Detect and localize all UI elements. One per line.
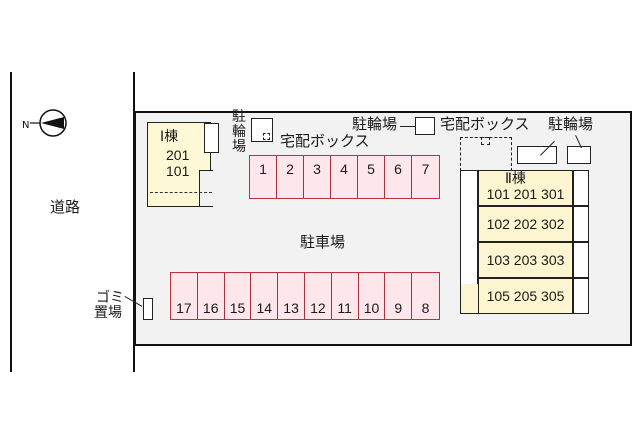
building-2-title: Ⅱ棟 bbox=[505, 171, 526, 187]
building-1-unit: 201 bbox=[166, 147, 190, 163]
parking-stall[interactable]: 14 bbox=[251, 273, 279, 319]
parking-stall[interactable]: 12 bbox=[305, 273, 332, 319]
building-1-notch bbox=[200, 170, 214, 210]
delivery-box-2-label: 宅配ボックス bbox=[440, 115, 530, 133]
leader-line bbox=[400, 126, 415, 127]
building-2-units: 102 202 302 bbox=[486, 216, 565, 232]
building-2-units: 105 205 305 bbox=[486, 288, 565, 304]
parking-stall[interactable]: 16 bbox=[198, 273, 225, 319]
garbage-area bbox=[143, 298, 153, 320]
north-arrow-icon: N bbox=[22, 109, 67, 137]
building-2-unit-row: 103 203 303 bbox=[478, 242, 573, 278]
parking-stall[interactable]: 5 bbox=[358, 156, 385, 198]
parking-stall[interactable]: 8 bbox=[421, 300, 430, 316]
parking-stall[interactable]: 17 bbox=[171, 273, 198, 319]
delivery-box-2 bbox=[481, 137, 490, 145]
bicycle-parking-3b-area bbox=[567, 146, 591, 164]
building-2-units: 103 203 303 bbox=[486, 252, 565, 268]
road-label: 道路 bbox=[50, 198, 81, 216]
building-1-dashed-line bbox=[150, 192, 212, 193]
building-1-unit: 101 bbox=[166, 163, 190, 179]
building-1-notch-edge bbox=[199, 170, 213, 207]
garbage-label-line1: ゴミ bbox=[96, 290, 124, 306]
bicycle-parking-3-label: 駐輪場 bbox=[548, 115, 594, 133]
parking-stall[interactable]: 13 bbox=[278, 273, 305, 319]
garbage-label-line2: 置場 bbox=[94, 305, 122, 321]
parking-stall[interactable]: 3 bbox=[304, 156, 331, 198]
delivery-box-1-label: 宅配ボックス bbox=[280, 132, 370, 150]
parking-lot-label: 駐車場 bbox=[300, 233, 346, 251]
bicycle-parking-2-area bbox=[415, 117, 435, 135]
bicycle-parking-2-label: 駐輪場 bbox=[352, 115, 398, 133]
parking-row-top: 1 2 3 4 5 6 7 bbox=[249, 155, 440, 199]
bicycle-parking-area bbox=[251, 118, 273, 142]
building-2-corridor bbox=[460, 170, 478, 285]
parking-stall[interactable]: 15 bbox=[225, 273, 252, 319]
bicycle-parking-3a-area bbox=[517, 146, 557, 164]
delivery-box-1 bbox=[263, 133, 270, 140]
parking-stall[interactable]: 10 bbox=[359, 273, 386, 319]
svg-text:N: N bbox=[22, 120, 29, 131]
building-2-balcony bbox=[573, 278, 589, 314]
building-2-units: 101 201 301 bbox=[486, 186, 565, 202]
parking-stall[interactable]: 11 bbox=[332, 273, 359, 319]
parking-stall[interactable]: 1 bbox=[250, 156, 277, 198]
bicycle-parking-label: 駐輪場 bbox=[232, 109, 246, 155]
parking-stall[interactable]: 9 bbox=[385, 273, 413, 319]
building-2-balcony bbox=[573, 242, 589, 278]
building-2: 101 201 301 102 202 302 103 203 303 105 … bbox=[478, 170, 573, 314]
building-2-unit-row: 102 202 302 bbox=[478, 206, 573, 242]
parking-stall[interactable]: 4 bbox=[331, 156, 358, 198]
building-1-balcony bbox=[204, 123, 219, 153]
building-2-unit-row: 101 201 301 bbox=[478, 170, 573, 206]
road-edge-left bbox=[10, 72, 12, 372]
parking-stall[interactable]: 7 bbox=[421, 161, 430, 177]
building-2-outline bbox=[460, 284, 478, 314]
parking-row-bottom: 17 16 15 14 13 12 11 10 9 8 bbox=[170, 272, 440, 320]
building-2-balcony bbox=[573, 206, 589, 242]
building-2-unit-row: 105 205 305 bbox=[478, 278, 573, 314]
building-2-balcony bbox=[573, 170, 589, 206]
parking-stall[interactable]: 6 bbox=[385, 156, 412, 198]
building-1-title: Ⅰ棟 bbox=[160, 129, 179, 145]
parking-stall[interactable]: 2 bbox=[277, 156, 304, 198]
